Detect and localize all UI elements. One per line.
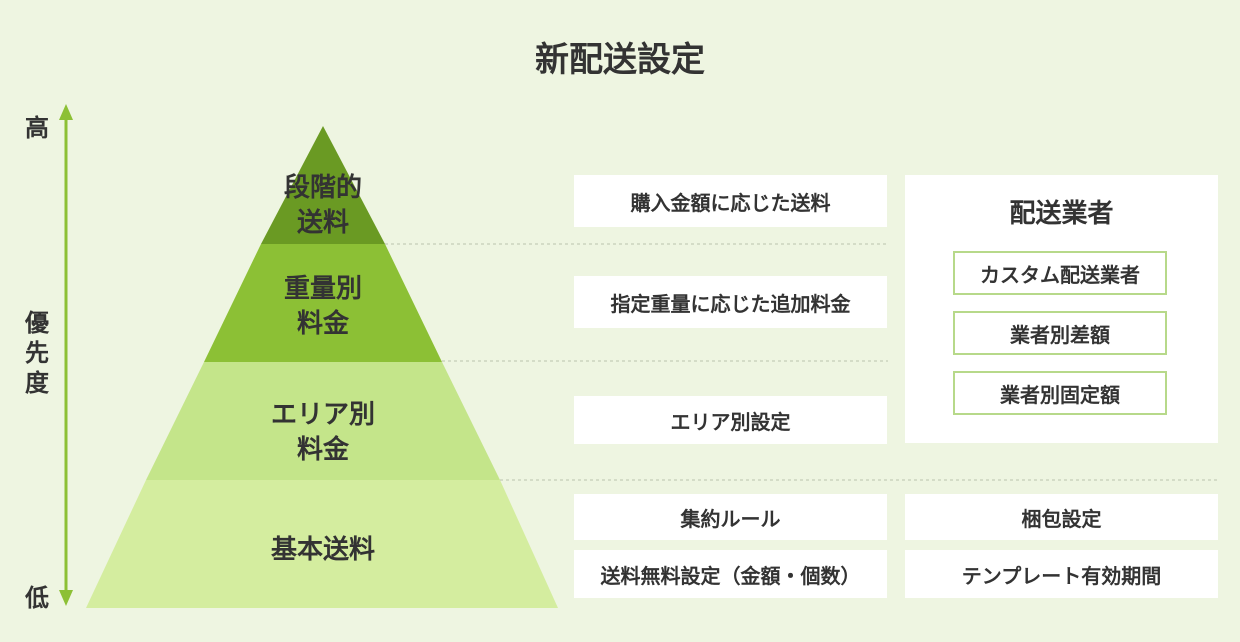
tier-label-stepped: 段階的 送料	[283, 173, 362, 238]
setting-weight-additional: 指定重量に応じた追加料金	[574, 276, 887, 328]
setting-area: エリア別設定	[574, 396, 887, 444]
page-title: 新配送設定	[535, 40, 705, 80]
carrier-item-custom: カスタム配送業者	[953, 251, 1167, 295]
carrier-item-difference: 業者別差額	[953, 311, 1167, 355]
setting-free-shipping: 送料無料設定（金額・個数）	[574, 550, 887, 598]
priority-arrow-up-head	[59, 104, 73, 120]
setting-purchase-amount: 購入金額に応じた送料	[574, 175, 887, 227]
tier-label-weight: 重量別 料金	[283, 274, 362, 339]
tier-label-base: 基本送料	[270, 535, 375, 565]
pyramid-tier-stepped	[261, 126, 385, 244]
pyramid-tier-area	[146, 362, 500, 480]
carrier-panel-title: 配送業者	[1009, 199, 1114, 229]
pyramid-tier-base	[86, 480, 558, 608]
priority-high-label: 高	[25, 114, 49, 142]
pyramid-tier-weight	[204, 244, 442, 362]
carrier-item-fixed: 業者別固定額	[953, 371, 1167, 415]
setting-packaging: 梱包設定	[905, 494, 1218, 540]
setting-consolidation-rule: 集約ルール	[574, 494, 887, 540]
setting-template-period: テンプレート有効期間	[905, 550, 1218, 598]
priority-axis-label: 優 先 度	[25, 309, 49, 397]
priority-arrow-down-head	[59, 590, 73, 606]
tier-label-area: エリア別 料金	[270, 400, 375, 465]
carrier-panel: 配送業者 カスタム配送業者 業者別差額 業者別固定額	[905, 175, 1218, 443]
priority-low-label: 低	[25, 584, 49, 612]
